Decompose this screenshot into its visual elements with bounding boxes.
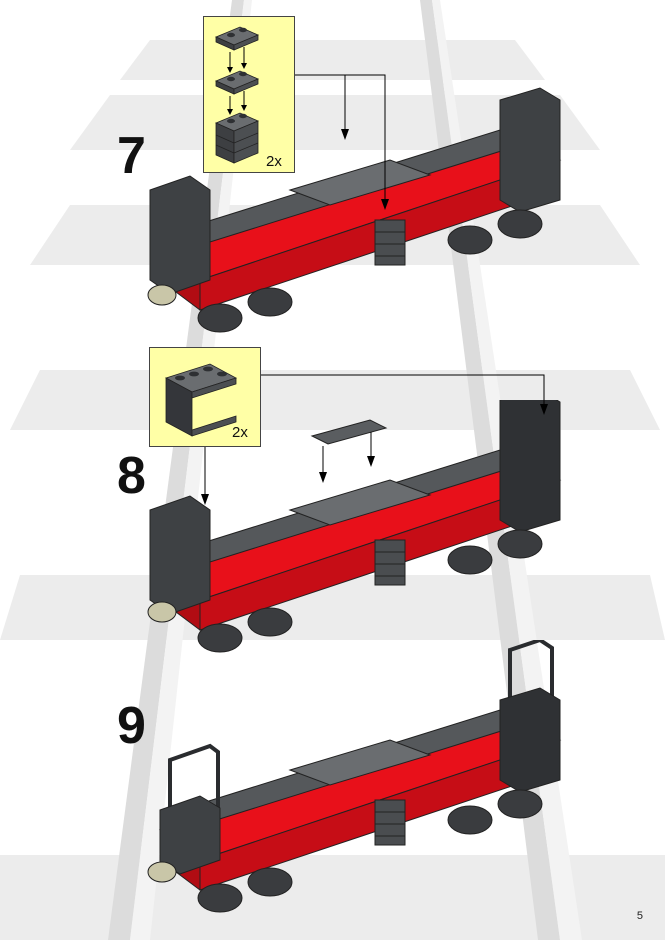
flatcar-model xyxy=(140,400,600,660)
flatcar-model xyxy=(140,80,600,340)
page-number: 5 xyxy=(637,910,643,922)
flatcar-model xyxy=(140,640,600,920)
